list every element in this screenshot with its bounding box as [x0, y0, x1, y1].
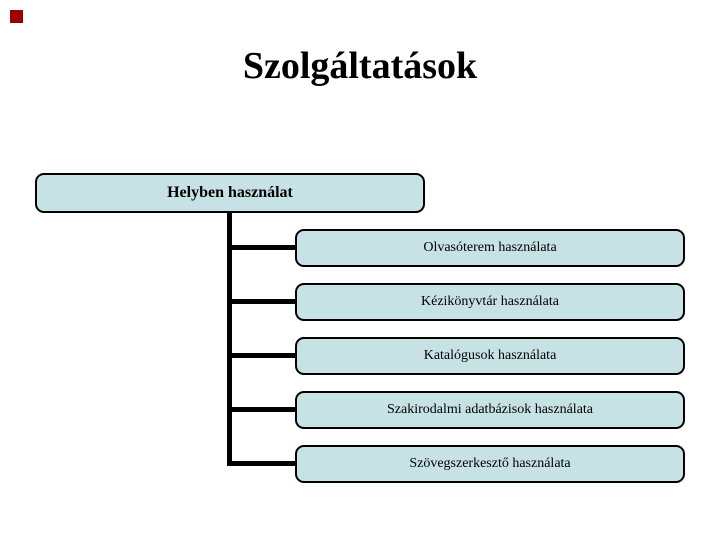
connector-branch-line	[227, 245, 297, 250]
connector-branch-line	[227, 407, 297, 412]
org-child-label: Szövegszerkesztő használata	[409, 456, 571, 471]
corner-decoration-square	[10, 10, 23, 23]
org-child-box: Szakirodalmi adatbázisok használata	[295, 391, 685, 429]
connector-vertical-line	[227, 212, 232, 466]
org-child-box: Olvasóterem használata	[295, 229, 685, 267]
slide-title: Szolgáltatások	[242, 45, 478, 87]
org-child-label: Kézikönyvtár használata	[421, 294, 559, 309]
org-child-label: Olvasóterem használata	[423, 240, 557, 255]
org-root-box: Helyben használat	[35, 173, 425, 213]
org-child-label: Katalógusok használata	[423, 348, 557, 363]
connector-branch-line	[227, 353, 297, 358]
connector-branch-line	[227, 461, 297, 466]
org-root-label: Helyben használat	[167, 184, 293, 201]
connector-branch-line	[227, 299, 297, 304]
org-child-label: Szakirodalmi adatbázisok használata	[386, 402, 594, 417]
org-child-box: Szövegszerkesztő használata	[295, 445, 685, 483]
org-child-box: Katalógusok használata	[295, 337, 685, 375]
org-child-box: Kézikönyvtár használata	[295, 283, 685, 321]
